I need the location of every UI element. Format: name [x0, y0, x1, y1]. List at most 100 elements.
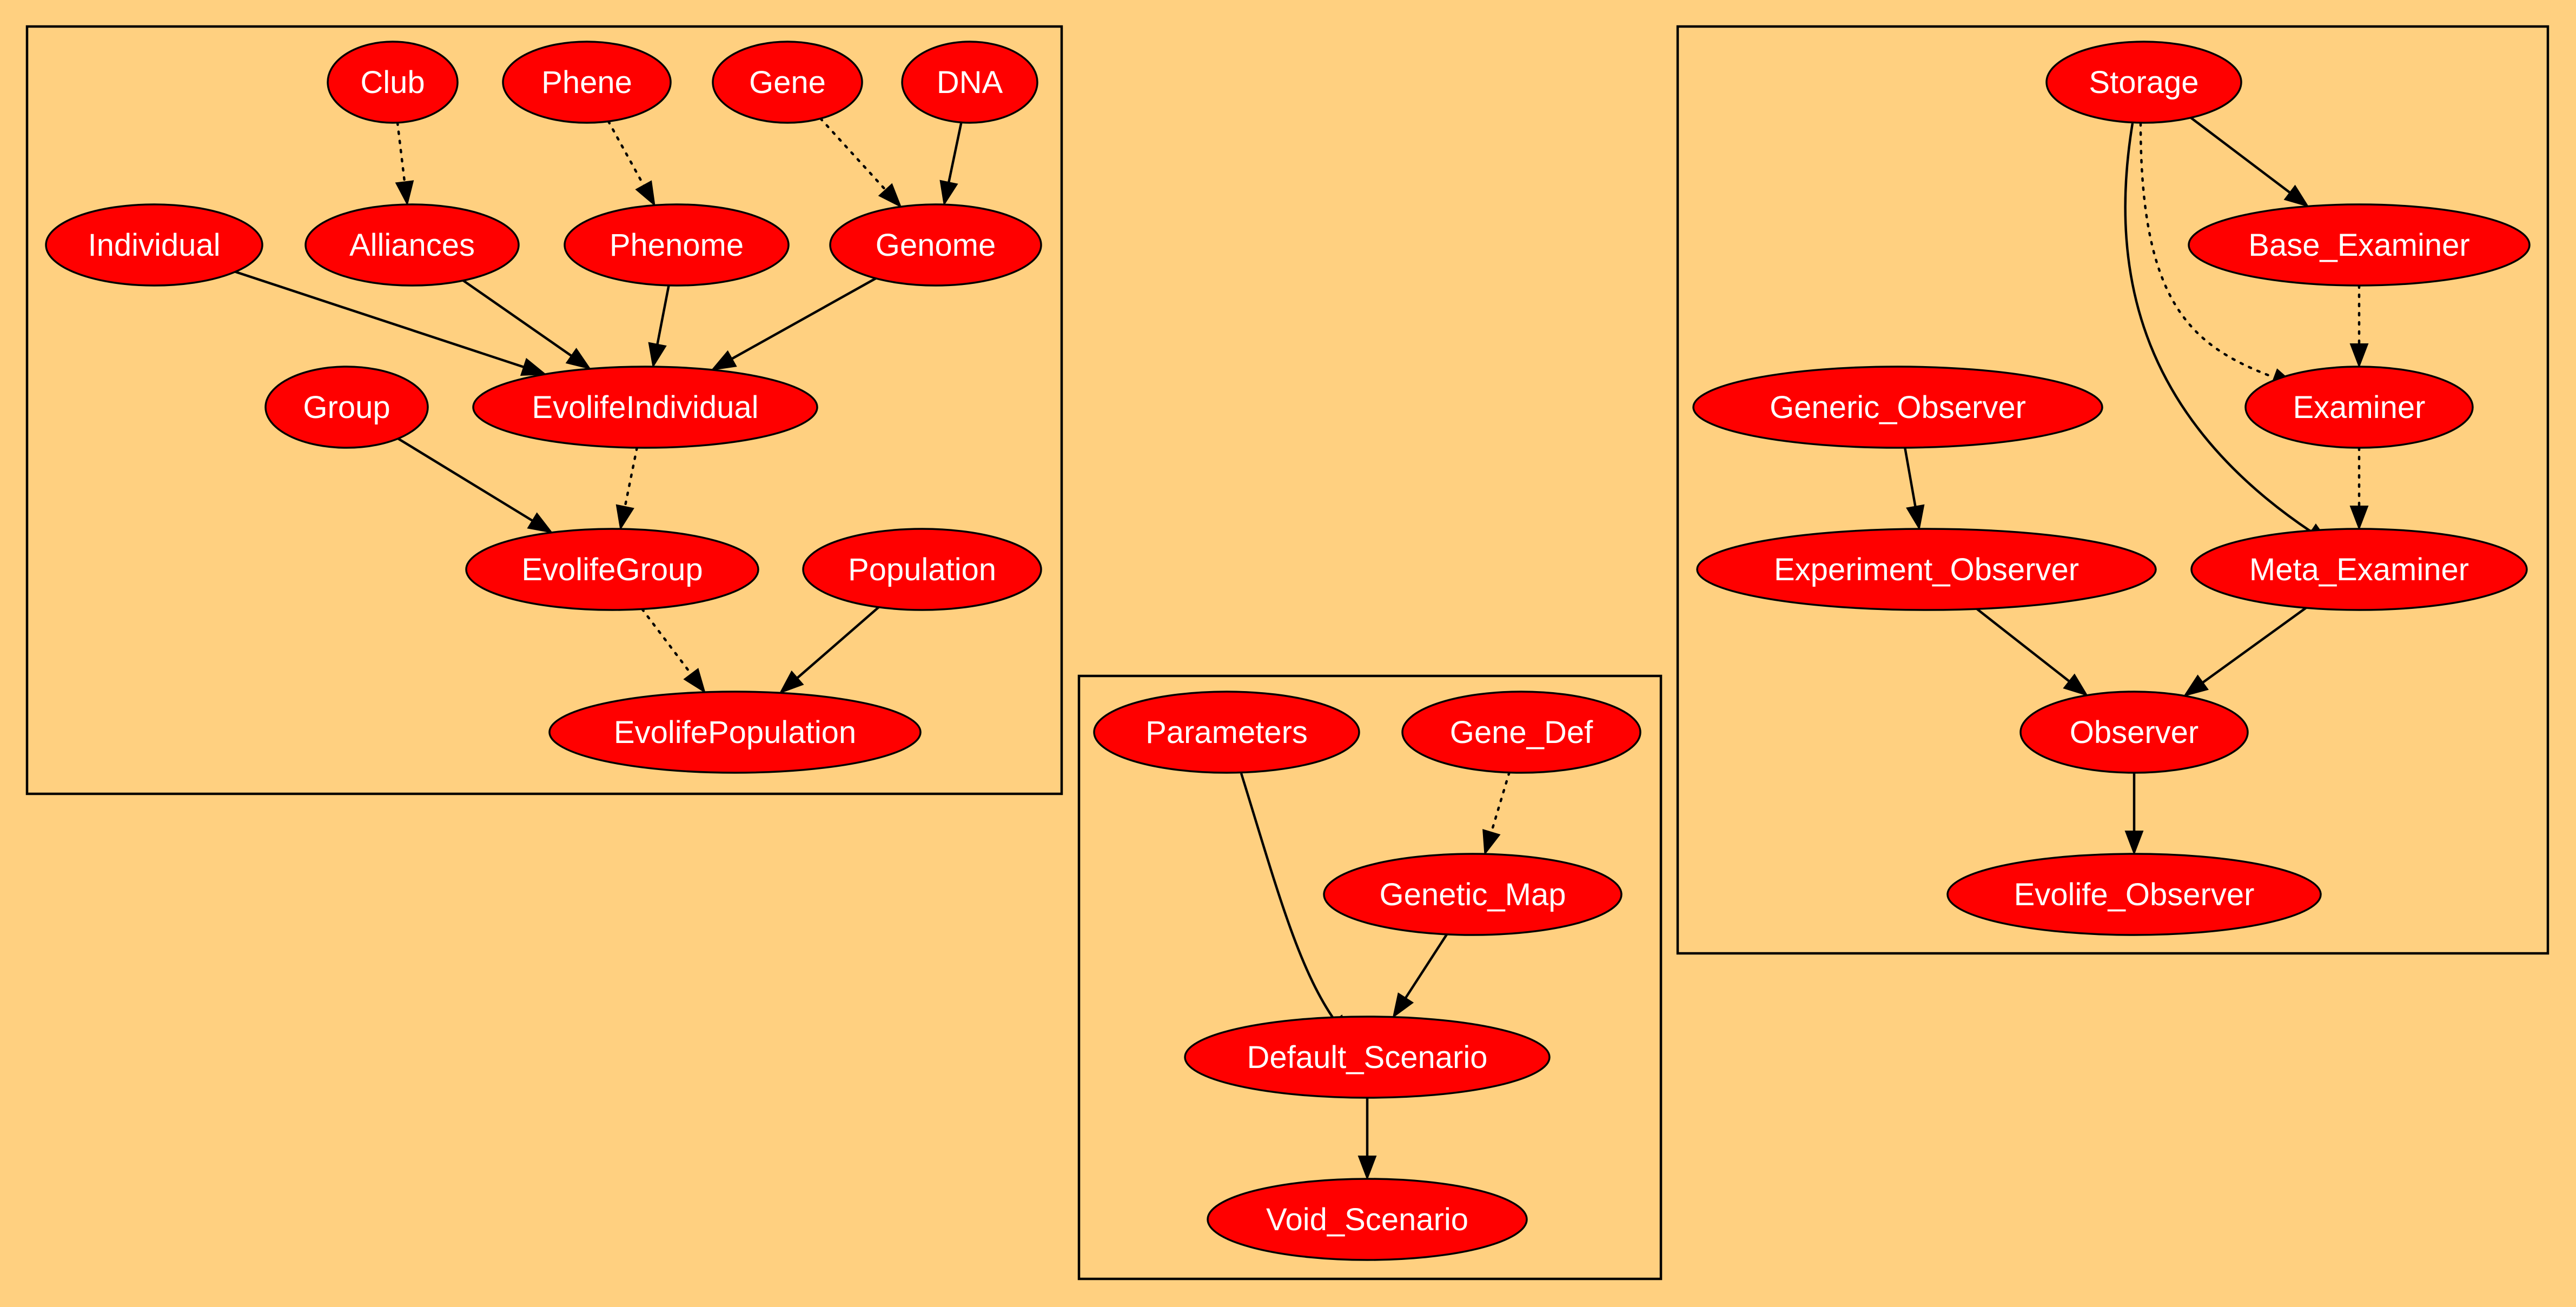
node-storage[interactable]: Storage [2045, 41, 2242, 124]
arrowhead-icon [779, 670, 804, 694]
edge-storage-to-base-examiner [2190, 116, 2309, 208]
node-ellipse [712, 41, 863, 124]
edge-line [819, 117, 888, 192]
node-gene-def[interactable]: Gene_Def [1401, 691, 1641, 774]
node-observer[interactable]: Observer [2019, 691, 2249, 774]
node-meta-examiner[interactable]: Meta_Examiner [2190, 528, 2528, 611]
node-genetic-map[interactable]: Genetic_Map [1323, 853, 1623, 936]
edge-observer-to-evolife-observer [2124, 773, 2144, 855]
node-ellipse [2045, 41, 2242, 124]
edge-line [462, 279, 573, 357]
arrowhead-icon [1357, 1156, 1377, 1180]
observer-cluster-frame [1676, 25, 2549, 955]
node-label: EvolifeIndividual [532, 390, 758, 425]
node-label: Genetic_Map [1380, 877, 1566, 912]
edge-line [235, 270, 525, 369]
edge-line [1403, 933, 1448, 1000]
edge-meta-examiner-to-observer [2183, 607, 2307, 697]
node-evolife-population[interactable]: EvolifePopulation [548, 691, 922, 774]
edge-line [2124, 123, 2312, 533]
arrowhead-icon [2349, 506, 2369, 530]
arrowhead-icon [648, 342, 667, 368]
edge-phenome-to-evolife-individual [648, 285, 670, 368]
node-ellipse [548, 691, 922, 774]
arrowhead-icon [2183, 674, 2209, 697]
node-label: Meta_Examiner [2249, 552, 2469, 587]
edge-line [2190, 116, 2292, 195]
edge-evolife-group-to-evolife-population [641, 608, 706, 694]
edge-experiment-observer-to-observer [1976, 608, 2089, 696]
node-ellipse [2188, 203, 2531, 287]
edge-line [607, 120, 646, 188]
node-label: Generic_Observer [1770, 390, 2026, 425]
edge-evolife-individual-to-evolife-group [615, 446, 639, 530]
node-experiment-observer[interactable]: Experiment_Observer [1696, 528, 2157, 611]
node-label: Group [303, 390, 390, 425]
node-label: Alliances [349, 228, 475, 263]
node-population[interactable]: Population [802, 528, 1042, 611]
arrowhead-icon [1906, 504, 1925, 530]
node-parameters[interactable]: Parameters [1093, 691, 1360, 774]
node-default-scenario[interactable]: Default_Scenario [1184, 1016, 1551, 1099]
edge-gene-def-to-genetic-map [1482, 771, 1511, 855]
node-ellipse [264, 366, 429, 449]
node-ellipse [304, 203, 520, 287]
node-individual[interactable]: Individual [45, 203, 263, 287]
edge-line [2139, 122, 2276, 379]
node-label: Base_Examiner [2248, 228, 2469, 263]
node-ellipse [1207, 1178, 1528, 1261]
node-evolife-observer[interactable]: Evolife_Observer [1946, 853, 2322, 936]
node-label: EvolifeGroup [521, 552, 703, 587]
edge-line [397, 437, 534, 522]
node-phene[interactable]: Phene [502, 41, 672, 124]
node-label: Gene [749, 65, 826, 100]
node-ellipse [1696, 528, 2157, 611]
node-label: Phene [541, 65, 632, 100]
node-label: Individual [88, 228, 220, 263]
node-ellipse [2019, 691, 2249, 774]
arrowhead-icon [527, 512, 553, 534]
node-examiner[interactable]: Examiner [2244, 366, 2474, 449]
edge-default-scenario-to-void-scenario [1357, 1098, 1377, 1180]
node-group[interactable]: Group [264, 366, 429, 449]
node-ellipse [2190, 528, 2528, 611]
arrowhead-icon [615, 504, 634, 530]
node-void-scenario[interactable]: Void_Scenario [1207, 1178, 1528, 1261]
edge-line [947, 122, 963, 184]
node-alliances[interactable]: Alliances [304, 203, 520, 287]
edge-line [1904, 447, 1917, 508]
node-label: Population [848, 552, 996, 587]
edge-generic-observer-to-experiment-observer [1904, 447, 1925, 530]
edge-individual-to-evolife-individual [235, 270, 547, 376]
node-ellipse [45, 203, 263, 287]
cluster-frames [25, 25, 2549, 1281]
node-dna[interactable]: DNA [901, 41, 1038, 124]
node-layer: Club Phene Gene DNA Individual Alliances Pheno… [45, 41, 2531, 1261]
arrowhead-icon [520, 357, 547, 376]
node-evolife-individual[interactable]: EvolifeIndividual [472, 366, 818, 449]
edge-dna-to-genome [939, 122, 963, 206]
node-genome[interactable]: Genome [829, 203, 1042, 287]
node-label: Default_Scenario [1247, 1040, 1488, 1075]
edge-club-to-alliances [395, 121, 414, 206]
node-label: Parameters [1145, 715, 1308, 750]
node-ellipse [2244, 366, 2474, 449]
node-ellipse [472, 366, 818, 449]
node-gene[interactable]: Gene [712, 41, 863, 124]
node-phenome[interactable]: Phenome [564, 203, 790, 287]
edge-line [1489, 771, 1511, 835]
scenario-cluster-frame [1077, 674, 1663, 1281]
node-label: Gene_Def [1450, 715, 1593, 750]
node-generic-observer[interactable]: Generic_Observer [1692, 366, 2103, 449]
node-label: Examiner [2293, 390, 2426, 425]
edge-line [2201, 607, 2307, 685]
node-club[interactable]: Club [327, 41, 459, 124]
node-label: DNA [937, 65, 1003, 100]
edge-group-to-evolife-group [397, 437, 553, 534]
node-base-examiner[interactable]: Base_Examiner [2188, 203, 2531, 287]
node-evolife-group[interactable]: EvolifeGroup [465, 528, 759, 611]
edge-line [1240, 773, 1336, 1021]
edge-gene-to-genome [819, 117, 902, 208]
node-ellipse [1323, 853, 1623, 936]
